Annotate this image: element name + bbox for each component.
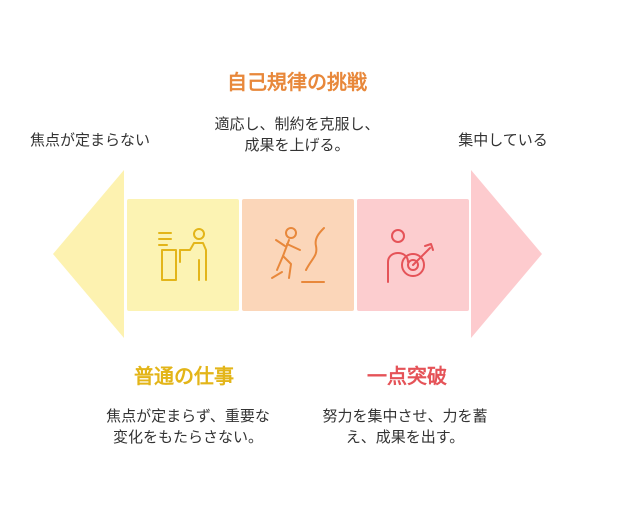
person-target-icon <box>387 229 434 283</box>
right-end-label: 集中している <box>458 131 548 149</box>
person-at-desk-icon <box>158 228 207 281</box>
stage-box-self-discipline <box>242 199 354 311</box>
right-arrowhead <box>471 170 542 338</box>
stage-description-breakthrough: 努力を集中させ、力を蓄え、成果を出す。 <box>322 407 488 446</box>
left-end-label: 焦点が定まらない <box>29 131 150 149</box>
left-arrowhead <box>53 170 124 338</box>
stage-title-ordinary-work: 普通の仕事 <box>134 364 234 388</box>
stage-description-self-discipline: 適応し、制約を克服し、成果を上げる。 <box>214 115 380 154</box>
person-climbing-icon <box>271 227 325 283</box>
stage-title-breakthrough: 一点突破 <box>367 364 447 388</box>
stage-description-ordinary-work: 焦点が定まらず、重要な変化をもたらさない。 <box>106 407 270 446</box>
stage-title-self-discipline: 自己規律の挑戦 <box>227 70 367 94</box>
stage-box-ordinary-work <box>127 199 239 311</box>
